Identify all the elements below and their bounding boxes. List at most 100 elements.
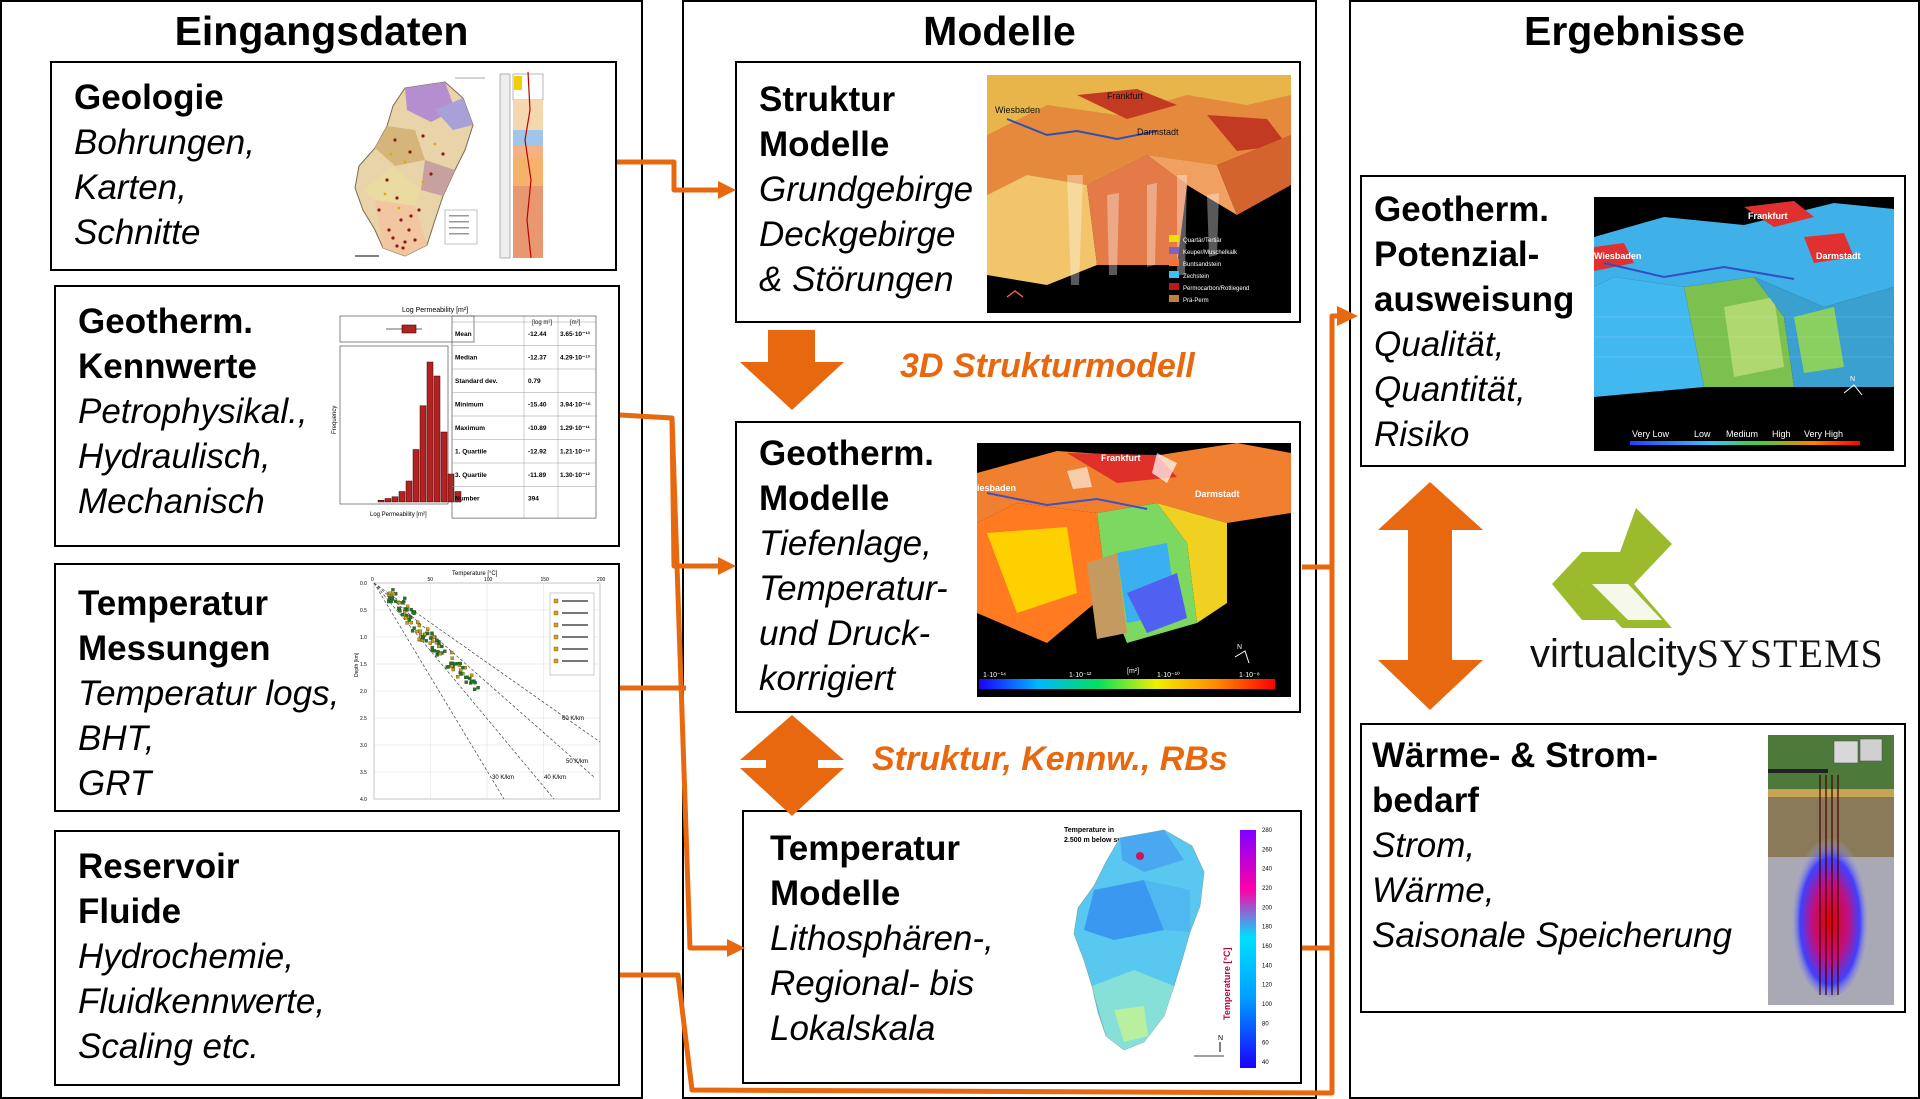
data-point (418, 629, 422, 633)
potential-scale-label: Very Low (1632, 429, 1670, 439)
temp-map-axis-label: Temperature [°C] (1222, 948, 1232, 1020)
input-item: Schnitte (74, 213, 201, 252)
data-point (400, 613, 405, 617)
result-item: Quantität, (1374, 370, 1526, 409)
result-item: Qualität, (1374, 325, 1505, 364)
table-cell: 3. Quartile (455, 472, 487, 479)
structure-city: Frankfurt (1107, 91, 1144, 101)
logo-part-virtualcity: virtualcity (1530, 632, 1697, 676)
histogram-bar (454, 491, 462, 503)
result-title: bedarf (1372, 781, 1479, 820)
temp-plot-title: Temperature [°C] (452, 571, 498, 577)
model-text-geotherm: Geotherm. Modelle Tiefenlage, Temperatur… (759, 431, 948, 701)
model-item: Lokalskala (770, 1009, 936, 1048)
legend-label: Buntsandstein (1183, 262, 1221, 268)
model-box-geotherm: Geotherm. Modelle Tiefenlage, Temperatur… (735, 421, 1301, 713)
geotherm-scale-tick: 1·10⁻¹⁴ (983, 672, 1006, 679)
model-item: korrigiert (759, 659, 896, 698)
potential-city: Frankfurt (1748, 211, 1788, 221)
model-item: Deckgebirge (759, 215, 956, 254)
table-cell: 394 (528, 496, 539, 503)
data-point (408, 615, 413, 620)
virtualcity-logo-icon (1552, 508, 1672, 628)
table-cell: -11.89 (528, 472, 546, 479)
input-item: Scaling etc. (78, 1027, 259, 1066)
model-item: Lithosphären-, (770, 919, 994, 958)
scale-tick: 120 (1262, 983, 1273, 989)
structure-city: Darmstadt (1137, 127, 1179, 137)
table-cell: -15.40 (528, 402, 547, 409)
data-point (436, 650, 440, 654)
perm-xlabel: Log Permeability [m²] (370, 512, 427, 518)
data-point (443, 649, 447, 653)
legend-swatch (1169, 295, 1179, 302)
y-tick: 1.0 (360, 635, 367, 641)
legend-label: Keuper/Muschelkalk (1183, 250, 1238, 256)
permeability-statistics-image: Log Permeability [m²] Frequency Log Perm… (330, 304, 600, 529)
table-cell: -12.37 (528, 355, 547, 362)
scale-tick: 140 (1262, 963, 1273, 969)
scale-tick: 240 (1262, 867, 1273, 873)
model-text-structure: Struktur Modelle Grundgebirge Deckgebirg… (759, 77, 973, 302)
legend-swatch (1169, 283, 1179, 290)
column-title-inputs: Eingangsdaten (174, 8, 469, 54)
input-title: Reservoir (78, 847, 240, 886)
legend-swatch (1169, 259, 1179, 266)
result-item: Saisonale Speicherung (1372, 916, 1732, 955)
data-point (423, 632, 427, 637)
result-title: Potenzial- (1374, 235, 1540, 274)
model-title: Temperatur (770, 829, 960, 868)
data-point (390, 596, 395, 600)
gradient-label: 30 K/km (492, 775, 514, 781)
result-item: Strom, (1372, 826, 1476, 865)
y-tick: 3.5 (360, 770, 367, 776)
input-box-geology: Geologie Bohrungen, Karten, Schnitte (50, 61, 617, 271)
data-point (420, 634, 425, 639)
data-point (415, 629, 419, 634)
logo-part-systems: SYSTEMS (1696, 631, 1884, 676)
data-point (391, 592, 396, 596)
data-point (449, 650, 454, 655)
data-point (450, 661, 454, 665)
data-point (432, 635, 436, 639)
model-title: Modelle (770, 874, 901, 913)
table-cell: Minimum (455, 402, 484, 409)
scale-tick: 40 (1262, 1060, 1269, 1066)
data-point (470, 673, 474, 677)
data-point (403, 607, 407, 611)
histogram-bar (391, 496, 399, 503)
model-item: Temperatur- (759, 569, 948, 608)
data-point (426, 627, 430, 631)
geotherm-city: iesbaden (977, 483, 1016, 493)
scale-tick: 180 (1262, 925, 1273, 931)
model-item: & Störungen (759, 260, 954, 299)
table-header: [m²] (570, 320, 581, 326)
input-text-parameters: Geotherm. Kennwerte Petrophysikal., Hydr… (78, 299, 308, 524)
model-item: und Druck- (759, 614, 931, 653)
temp-map-title: Temperature in (1064, 827, 1114, 834)
data-point (387, 596, 392, 600)
data-point (461, 665, 465, 670)
result-box-potential: Geotherm. Potenzial- ausweisung Qualität… (1360, 175, 1906, 467)
temperature-map-image: Temperature in 2.500 m below surface . T… (1044, 820, 1298, 1080)
data-point (430, 631, 434, 635)
table-cell: Standard dev. (455, 378, 498, 385)
result-item: Wärme, (1372, 871, 1495, 910)
input-item: GRT (78, 764, 152, 803)
result-box-demand: Wärme- & Strom- bedarf Strom, Wärme, Sai… (1360, 723, 1906, 1013)
x-tick: 50 (428, 577, 434, 583)
scale-tick: 60 (1262, 1041, 1269, 1047)
table-cell: 4.29·10⁻¹³ (560, 355, 591, 362)
legend-label: Permocarbon/Rotliegend (1183, 286, 1249, 292)
data-point (476, 685, 480, 690)
data-point (464, 680, 468, 684)
table-cell: 1.21·10⁻¹³ (560, 449, 591, 456)
y-tick: 4.0 (360, 797, 367, 803)
y-tick: 0.5 (360, 608, 367, 614)
result-text-demand: Wärme- & Strom- bedarf Strom, Wärme, Sai… (1372, 733, 1732, 958)
potential-scale-label: Very High (1804, 429, 1843, 439)
data-point (459, 668, 463, 672)
potential-scale-label: Low (1694, 429, 1711, 439)
data-point (388, 591, 392, 595)
